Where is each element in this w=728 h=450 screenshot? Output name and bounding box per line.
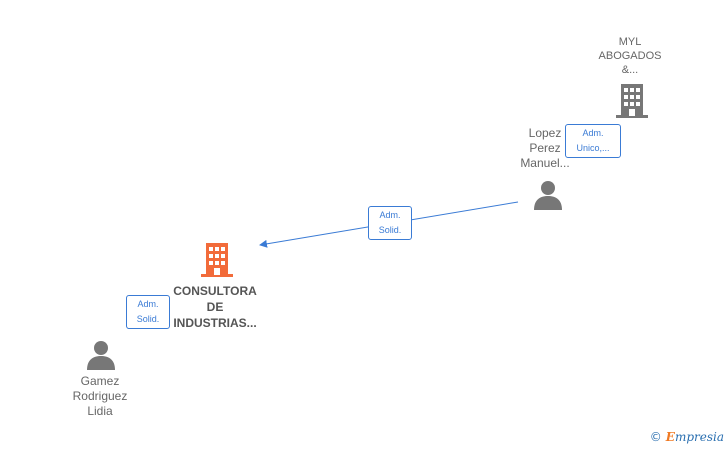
consultora-line1: CONSULTORA [173, 284, 257, 298]
edge-badge-gamez-consultora[interactable]: Adm. Solid. [126, 295, 170, 329]
node-label-gamez[interactable]: Gamez Rodriguez Lidia [58, 374, 142, 419]
badge-line2: Solid. [136, 314, 160, 324]
person-icon-gamez[interactable] [86, 340, 116, 370]
gamez-line2: Rodriguez [72, 389, 128, 403]
lopez-line3: Manuel... [520, 156, 570, 170]
node-label-lopez[interactable]: Lopez Perez Manuel... [510, 126, 580, 171]
brand-footer: ©Empresia [650, 430, 724, 444]
gamez-line3: Lidia [87, 404, 113, 418]
node-label-myl[interactable]: MYL ABOGADOS &... [590, 35, 670, 77]
edge-badge-myl-lopez[interactable]: Adm. Unico,... [565, 124, 621, 158]
copyright-icon: © [649, 430, 662, 444]
brand-initial: E [665, 430, 675, 444]
myl-line2: ABOGADOS [598, 50, 662, 62]
consultora-line3: INDUSTRIAS... [173, 316, 257, 330]
person-icon[interactable] [533, 180, 563, 210]
badge-line2: Unico,... [576, 143, 610, 153]
edge-badge-lopez-consultora[interactable]: Adm. Solid. [368, 206, 412, 240]
lopez-line2: Perez [529, 141, 561, 155]
badge-line1: Adm. [582, 128, 604, 138]
gamez-line1: Gamez [80, 374, 120, 388]
building-icon-main[interactable] [201, 243, 233, 278]
node-label-consultora[interactable]: CONSULTORA DE INDUSTRIAS... [160, 283, 270, 331]
consultora-line2: DE [206, 300, 224, 314]
myl-line1: MYL [618, 36, 642, 48]
badge-line1: Adm. [379, 210, 401, 220]
brand-name: mpresia [674, 430, 724, 444]
lopez-line1: Lopez [528, 126, 562, 140]
badge-line1: Adm. [137, 299, 159, 309]
myl-line3: &... [621, 64, 639, 76]
building-icon[interactable] [616, 84, 648, 118]
badge-line2: Solid. [378, 225, 402, 235]
